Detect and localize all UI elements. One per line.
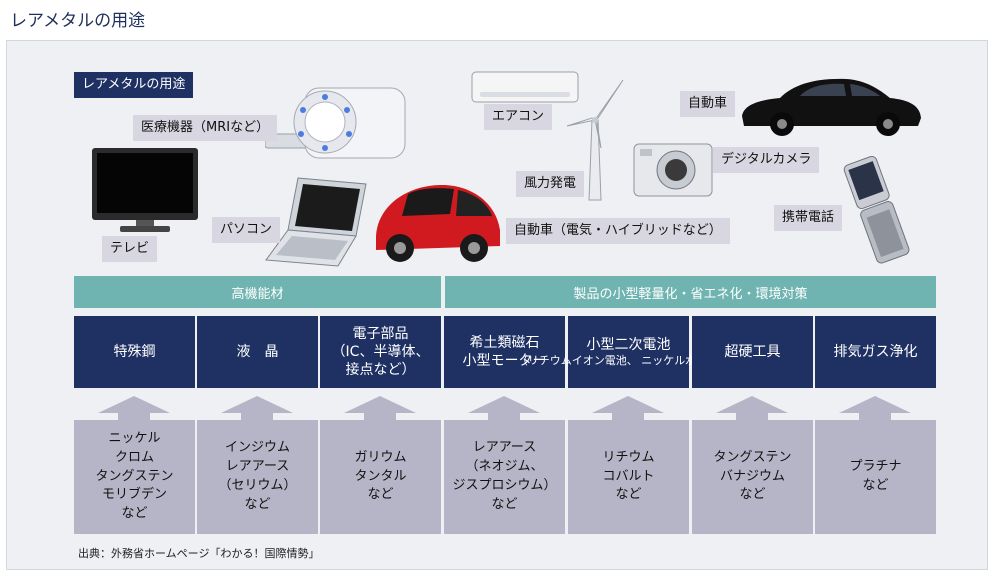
metal-list: インジウム レアアース （セリウム） など: [218, 440, 297, 512]
application-box-special-steel: 特殊鋼: [74, 316, 195, 388]
up-arrow-icon: [592, 396, 664, 420]
sedan-icon: [742, 78, 921, 136]
metal-list: プラチナ など: [849, 459, 902, 493]
application-sublabel: （リチウムイオン電池、 ニッケル水素電池）: [516, 353, 741, 367]
metal-box-electronic-parts: ガリウム タンタル など: [320, 420, 441, 534]
metal-list: ニッケル クロム タングステン モリブデン など: [95, 430, 174, 522]
application-label: 小型二次電池: [586, 336, 671, 353]
illustration-heading: レアメタルの用途: [74, 72, 194, 98]
label-mri: 医療機器（MRIなど）: [133, 115, 278, 141]
tv-icon: [92, 148, 198, 232]
application-box-electronic-parts: 電子部品 （IC、半導体、 接点など）: [320, 316, 441, 388]
banner-high-performance: 高機能材: [74, 276, 441, 308]
air-conditioner-icon: [471, 71, 579, 103]
metal-list: リチウム コバルト など: [602, 449, 655, 503]
page-title: レアメタルの用途: [10, 11, 146, 31]
metal-list: レアアース （ネオジム、 ジスプロシウム） など: [452, 440, 557, 512]
application-box-liquid-crystal: 液 晶: [197, 316, 318, 388]
label-tv: テレビ: [102, 236, 158, 262]
application-label: 希土類磁石 小型モーター: [462, 334, 547, 369]
label-aircon: エアコン: [484, 104, 553, 130]
mobile-phone-icon: [843, 156, 910, 264]
metal-list: タングステン バナジウム など: [713, 449, 792, 503]
up-arrow-icon: [716, 396, 788, 420]
application-label: 電子部品 （IC、半導体、 接点など）: [331, 325, 430, 379]
metal-box-special-steel: ニッケル クロム タングステン モリブデン など: [74, 420, 195, 534]
application-label: 排気ガス浄化: [833, 343, 918, 360]
up-arrow-icon: [468, 396, 540, 420]
application-box-secondary-battery: 小型二次電池 （リチウムイオン電池、 ニッケル水素電池）: [517, 316, 740, 388]
metal-list: ガリウム タンタル など: [354, 449, 407, 503]
label-camera: デジタルカメラ: [713, 147, 820, 173]
metal-box-secondary-battery: リチウム コバルト など: [568, 420, 689, 534]
application-box-cemented-carbide-tools: 超硬工具: [692, 316, 813, 388]
wind-turbine-icon: [566, 79, 624, 201]
up-arrow-icon: [839, 396, 911, 420]
up-arrow-icon: [344, 396, 416, 420]
metal-box-cemented-carbide-tools: タングステン バナジウム など: [692, 420, 813, 534]
mri-icon: [265, 87, 406, 159]
application-label: 超硬工具: [724, 343, 781, 360]
electric-car-icon: [376, 184, 500, 262]
metal-box-liquid-crystal: インジウム レアアース （セリウム） など: [197, 420, 318, 534]
camera-icon: [633, 143, 713, 197]
label-car: 自動車: [680, 91, 736, 117]
application-label: 液 晶: [236, 343, 279, 360]
label-electric-car: 自動車（電気・ハイブリッドなど）: [506, 218, 730, 244]
source-note: 出典：外務省ホームページ「わかる！国際情勢」: [78, 547, 320, 560]
metal-box-exhaust-purification: プラチナ など: [815, 420, 936, 534]
label-wind: 風力発電: [516, 171, 585, 197]
banner-downsizing: 製品の小型軽量化・省エネ化・環境対策: [445, 276, 936, 308]
label-pc: パソコン: [212, 217, 281, 243]
application-box-rare-earth-magnet: 希土類磁石 小型モーター: [444, 316, 565, 388]
up-arrow-icon: [98, 396, 170, 420]
up-arrow-icon: [221, 396, 293, 420]
application-box-exhaust-purification: 排気ガス浄化: [815, 316, 936, 388]
laptop-icon: [265, 177, 367, 267]
application-label: 特殊鋼: [113, 343, 156, 360]
label-phone: 携帯電話: [774, 205, 843, 231]
metal-box-rare-earth-magnet: レアアース （ネオジム、 ジスプロシウム） など: [444, 420, 565, 534]
